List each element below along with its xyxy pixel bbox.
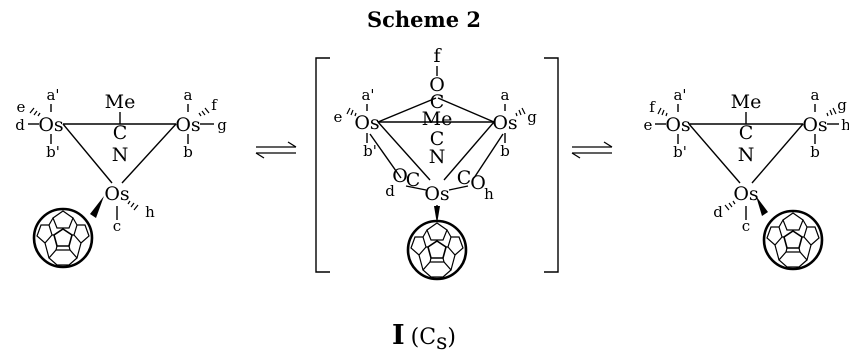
left-lig-d: d bbox=[15, 116, 25, 134]
compound-open: ( bbox=[411, 325, 420, 350]
left-lig-g: g bbox=[217, 116, 227, 134]
compound-label: I(Cs) bbox=[392, 320, 456, 355]
mid-me: Me bbox=[422, 108, 453, 130]
bracket-right bbox=[544, 57, 559, 273]
right-os-3: Os bbox=[733, 183, 758, 205]
right-os-1: Os bbox=[665, 114, 690, 136]
mid-os-2: Os bbox=[492, 112, 517, 134]
compound-bold: I bbox=[392, 320, 405, 351]
left-lig-h: h bbox=[145, 203, 155, 221]
right-structure: Os Os Os Me C N a' f e b' a g h b d c bbox=[644, 86, 849, 271]
mid-left-d: d bbox=[385, 182, 395, 200]
left-n: N bbox=[112, 144, 129, 166]
middle-structure: Os Os Os Me C N f O C C O d C O h a' e b… bbox=[315, 45, 559, 281]
fullerene-right bbox=[762, 209, 824, 271]
equilibrium-arrow-right bbox=[571, 141, 613, 159]
mid-lig-b: b bbox=[500, 142, 510, 160]
left-lig-a: a bbox=[184, 86, 193, 104]
left-c: C bbox=[113, 122, 128, 144]
mid-right-h: h bbox=[484, 185, 494, 203]
compound-close: ) bbox=[447, 325, 456, 350]
right-lig-g: g bbox=[837, 96, 847, 114]
equilibrium-arrow-left bbox=[255, 141, 297, 159]
right-os-2: Os bbox=[802, 114, 827, 136]
mid-lig-a-prime: a' bbox=[361, 86, 374, 104]
mid-top-o: O bbox=[429, 74, 445, 96]
left-lig-c: c bbox=[113, 217, 121, 235]
svg-text:I(Cs): I(Cs) bbox=[392, 320, 456, 355]
mid-top-f: f bbox=[433, 45, 442, 67]
left-os-1: Os bbox=[38, 114, 63, 136]
mid-n: N bbox=[429, 146, 446, 168]
fullerene-left bbox=[32, 207, 94, 269]
right-lig-b: b bbox=[810, 143, 820, 161]
left-os-2: Os bbox=[175, 114, 200, 136]
mid-os-1: Os bbox=[354, 112, 379, 134]
right-lig-f: f bbox=[649, 98, 656, 116]
right-lig-d: d bbox=[713, 203, 723, 221]
mid-c: C bbox=[430, 128, 445, 150]
right-lig-e: e bbox=[644, 116, 653, 134]
right-n: N bbox=[738, 144, 755, 166]
mid-top-c: C bbox=[430, 91, 445, 113]
left-lig-e: e bbox=[17, 98, 26, 116]
compound-symmetry: C bbox=[419, 325, 436, 350]
right-me: Me bbox=[731, 91, 762, 113]
mid-lig-a: a bbox=[501, 86, 510, 104]
right-lig-a-prime: a' bbox=[673, 86, 686, 104]
left-me: Me bbox=[105, 91, 136, 113]
scheme-title: Scheme 2 bbox=[367, 7, 481, 32]
mid-lig-b-prime: b' bbox=[363, 142, 377, 160]
mid-lig-g: g bbox=[527, 108, 537, 126]
mid-left-o: O bbox=[392, 165, 408, 187]
right-lig-c: c bbox=[742, 217, 750, 235]
mid-lig-e: e bbox=[334, 108, 343, 126]
right-c: C bbox=[739, 122, 754, 144]
left-lig-b-prime: b' bbox=[46, 143, 60, 161]
mid-right-c: C bbox=[457, 167, 472, 189]
left-os-3: Os bbox=[104, 183, 129, 205]
right-lig-b-prime: b' bbox=[673, 143, 687, 161]
compound-subscript: s bbox=[436, 330, 447, 355]
mid-os-3: Os bbox=[424, 183, 449, 205]
left-lig-a-prime: a' bbox=[46, 86, 59, 104]
left-lig-f: f bbox=[211, 96, 218, 114]
right-lig-h: h bbox=[841, 116, 849, 134]
left-structure: Os Os Os Me C N a' e d b' a f g b c h bbox=[15, 86, 227, 269]
mid-left-c: C bbox=[406, 169, 421, 191]
bracket-left bbox=[315, 57, 330, 273]
left-lig-b: b bbox=[183, 143, 193, 161]
fullerene-middle bbox=[406, 219, 468, 281]
right-lig-a: a bbox=[811, 86, 820, 104]
mid-right-o: O bbox=[470, 172, 486, 194]
